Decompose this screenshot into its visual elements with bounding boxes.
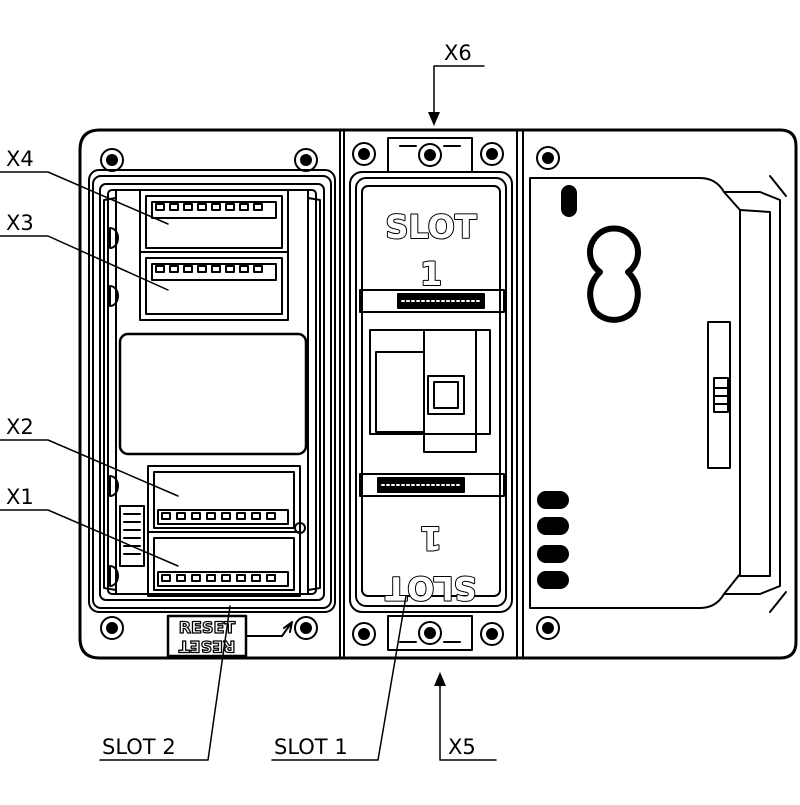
slot-opening [561, 185, 577, 217]
connector-x2 [147, 465, 301, 533]
slot1-top-label: SLOT [385, 208, 477, 246]
connector-x6 [387, 137, 473, 173]
screw-icon [352, 622, 376, 646]
slot1-lower-connector [359, 473, 505, 497]
callout-x1: X1 [6, 485, 34, 509]
callout-x2: X2 [6, 415, 34, 439]
screw-icon [294, 148, 318, 172]
screw-icon [352, 142, 376, 166]
vent-slots [537, 491, 569, 589]
middle-module [349, 137, 513, 651]
leader-lines [0, 65, 497, 761]
x4-pins [155, 203, 263, 211]
screw-icon [536, 616, 560, 640]
latch-mechanism [369, 329, 491, 453]
connector-x1 [147, 531, 301, 597]
left-side-holes [109, 227, 119, 587]
callout-slot1: SLOT 1 [274, 735, 348, 759]
arrow-down-icon [428, 112, 440, 126]
callout-x6: X6 [444, 41, 472, 65]
reset-label-mirrored: RESET [179, 637, 236, 656]
mounting-screws [100, 142, 560, 646]
callout-x3: X3 [6, 211, 34, 235]
callout-slot2: SLOT 2 [102, 735, 176, 759]
connector-x5 [387, 615, 473, 651]
reset-label: RESET [179, 618, 236, 637]
service-port [119, 505, 145, 567]
slot1-bottom-label: SLOT [385, 569, 477, 607]
slot1-upper-connector [359, 289, 505, 313]
screw-icon [294, 616, 318, 640]
screw-icon [100, 616, 124, 640]
label-window [118, 332, 308, 456]
x2-pins [161, 512, 276, 520]
x3-pins [155, 265, 263, 273]
status-led [294, 522, 306, 534]
screw-icon [480, 622, 504, 646]
reset-button [166, 614, 293, 658]
screw-icon [536, 146, 560, 170]
slot1-top-number: 1 [420, 255, 442, 293]
slot1-bottom-number: 1 [420, 519, 442, 557]
screw-icon [480, 142, 504, 166]
callout-x4: X4 [6, 147, 34, 171]
housing-outline [78, 128, 798, 660]
callout-x5: X5 [448, 735, 476, 759]
right-cover [529, 175, 787, 613]
arrow-up-icon [434, 672, 446, 686]
connector-x3 [139, 251, 289, 321]
keyhole-icon [587, 225, 641, 323]
x1-pins [161, 574, 276, 582]
screw-icon [100, 148, 124, 172]
